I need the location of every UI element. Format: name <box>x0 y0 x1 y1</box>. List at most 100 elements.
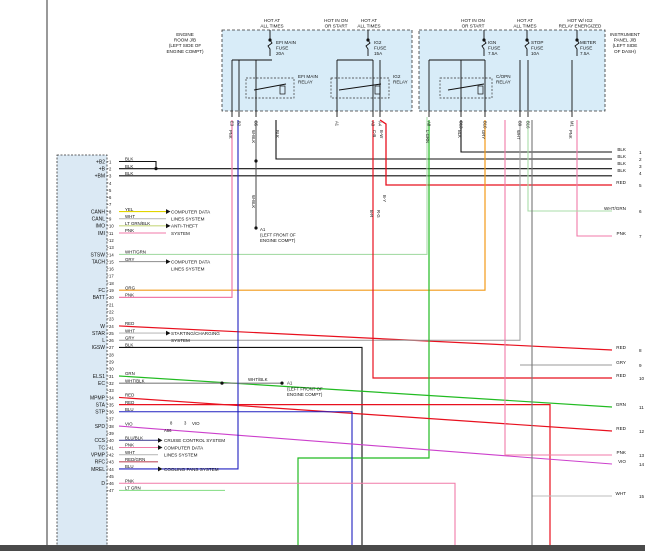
stop-fuse-label-line-1: FUSE <box>531 46 543 51</box>
output-number-11: 11 <box>639 405 644 410</box>
ecm-pin-label-31: ELS1 <box>93 374 105 380</box>
splice-ground-top <box>254 159 258 163</box>
ecm-wire-label-14: WHT/GRN <box>125 250 146 255</box>
ecm-wire-label-3: BLK <box>125 171 133 176</box>
ig2-relay-label-line-0: IG2 <box>393 74 401 79</box>
dest-label-row42: LINES SYSTEM <box>164 452 198 457</box>
ecm-wire-label-1: BLK <box>125 157 133 162</box>
ecm-pin-number-7: 7 <box>109 202 112 207</box>
stop-fuse-label-line-2: 10A <box>531 51 540 56</box>
splice-a1-top-label-line-0: A1 <box>260 227 266 232</box>
ecm-wire-label-10: LT GRN/BLK <box>125 221 150 226</box>
output-number-7: 7 <box>639 234 642 239</box>
ecm-pin-number-41: 41 <box>109 445 114 450</box>
spd-pin-3: 3 <box>184 421 187 426</box>
fuse-symbol-4 <box>574 30 580 56</box>
ecm-pin-label-46: D <box>101 481 105 487</box>
ecm-pin-number-37: 37 <box>109 417 114 422</box>
er-wire-tag-3: C-B <box>372 130 377 137</box>
ecm-wire-label-15: GRY <box>125 257 135 262</box>
spd-pin-8: 8 <box>170 421 173 426</box>
spd-connector-a66: A66 <box>164 428 172 433</box>
ecm-wire-label-9: WHT <box>125 214 135 219</box>
ip-wire-tag-2: GRY <box>481 130 486 139</box>
ecm-pin-label-42: VPMP <box>91 452 106 458</box>
efi-main-fuse-label-line-0: EFI MAIN <box>276 40 296 45</box>
ign-fuse-label-line-0: IGN <box>488 40 496 45</box>
ip-pin-B9: B9 <box>518 121 523 127</box>
ecm-wire-label-42: WHT <box>125 450 135 455</box>
er-pin-A4: A4 <box>378 121 383 127</box>
ign-fuse-label-line-2: 7.5A <box>488 51 498 56</box>
ecm-pin-number-40: 40 <box>109 438 114 443</box>
ecm-pin-number-20: 20 <box>109 295 114 300</box>
ecm-pin-number-13: 13 <box>109 245 114 250</box>
wire-ip-blk-out <box>460 120 612 153</box>
splice-a1-bottom-label-line-1: (LEFT FRONT OF <box>287 386 323 391</box>
ip-pin-B16: B16 <box>526 121 531 129</box>
ecm-pin-number-5: 5 <box>109 188 112 193</box>
er-col1-header-line-0: HOT AT <box>264 18 280 23</box>
ecm-pin-number-39: 39 <box>109 431 114 436</box>
wire-ig2-red-out <box>379 119 612 186</box>
ecm-pin-number-2: 2 <box>109 166 112 171</box>
dest-arrow-row40 <box>158 437 163 443</box>
ecm-pin-number-32: 32 <box>109 381 114 386</box>
ecm-pin-label-44: MREL <box>91 467 105 473</box>
ecm-pin-label-36: STP <box>95 410 105 416</box>
relay-coil-0 <box>279 85 286 95</box>
relay-coil-2 <box>477 85 484 95</box>
wire-batt-pink <box>119 120 233 298</box>
ecm-wire-label-41: PNK <box>125 443 134 448</box>
ecm-pin-label-43: RFC <box>95 460 106 466</box>
engine-room-jb-label-line-3: ENGINE COMPT) <box>166 49 203 54</box>
ip-pin-B13: B13 <box>459 121 464 129</box>
wire-d-pnk <box>119 482 456 545</box>
dest-label-row11: SYSTEM <box>171 231 190 236</box>
ecm-pin-number-25: 25 <box>109 331 114 336</box>
efi-main-relay-label-line-1: RELAY <box>298 80 313 85</box>
ecm-wire-label-27: BLK <box>125 343 133 348</box>
ecm-wire-label-32: WHT/BLK <box>125 378 145 383</box>
ecm-wire-label-46: PNK <box>125 478 134 483</box>
ecm-pin-number-35: 35 <box>109 402 114 407</box>
engine-room-jb-label-line-0: ENGINE <box>176 32 194 37</box>
wire-layer <box>118 30 613 545</box>
er-col2-header-line-1: OR START <box>325 24 348 29</box>
ecm-wire-label-26: GRY <box>125 335 135 340</box>
ip-col1-header-line-1: OR START <box>462 24 485 29</box>
ecm-pin-label-38: SPD <box>95 424 106 430</box>
wire-mpmp-red <box>118 396 613 432</box>
ecm-pin-number-44: 44 <box>109 467 114 472</box>
output-number-3: 3 <box>639 164 642 169</box>
ecm-pin-number-28: 28 <box>109 352 114 357</box>
output-number-5: 5 <box>639 183 642 188</box>
ecm-wire-label-25: WHT <box>125 328 135 333</box>
dest-label-row8: COMPUTER DATA <box>171 209 211 214</box>
ecm-pin-number-45: 45 <box>109 474 114 479</box>
fuse-symbol-3 <box>524 30 530 56</box>
instrument-panel-jb-label-line-1: PANEL J/B <box>614 38 636 43</box>
output-wire-label-13: PNK <box>617 450 627 455</box>
ecm-pin-label-34: MPMP <box>90 395 106 401</box>
output-wire-label-6: WHT/GRN <box>604 206 626 211</box>
dest-label-row16: LINES SYSTEM <box>171 267 205 272</box>
output-number-6: 6 <box>639 209 642 214</box>
wire-ign-green-down <box>297 120 430 545</box>
ecm-pin-number-9: 9 <box>109 217 112 222</box>
ecm-pin-label-41: TC <box>98 445 105 451</box>
er-wire-tag-2: W-BLK <box>251 130 256 143</box>
dest-label-row10: ANTI-THEFT <box>171 224 198 229</box>
dest-label-row25: STARTING/CHARGING <box>171 331 220 336</box>
ip-pin-M1: M1 <box>570 121 575 127</box>
dest-label-row44: COOLING FANS SYSTEM <box>164 467 219 472</box>
wire-fc-orange <box>119 120 486 291</box>
fuse-dot-3 <box>525 38 529 42</box>
ecm-pin-label-32: EC <box>98 381 105 387</box>
engine-room-jb-label-line-1: ROOM J/B <box>174 38 196 43</box>
ecm-pin-number-1: 1 <box>109 159 112 164</box>
relay-switch-0 <box>253 83 287 91</box>
meter-fuse-label-line-0: METER <box>580 40 597 45</box>
wire-stop-whtgrn-out <box>527 120 612 212</box>
